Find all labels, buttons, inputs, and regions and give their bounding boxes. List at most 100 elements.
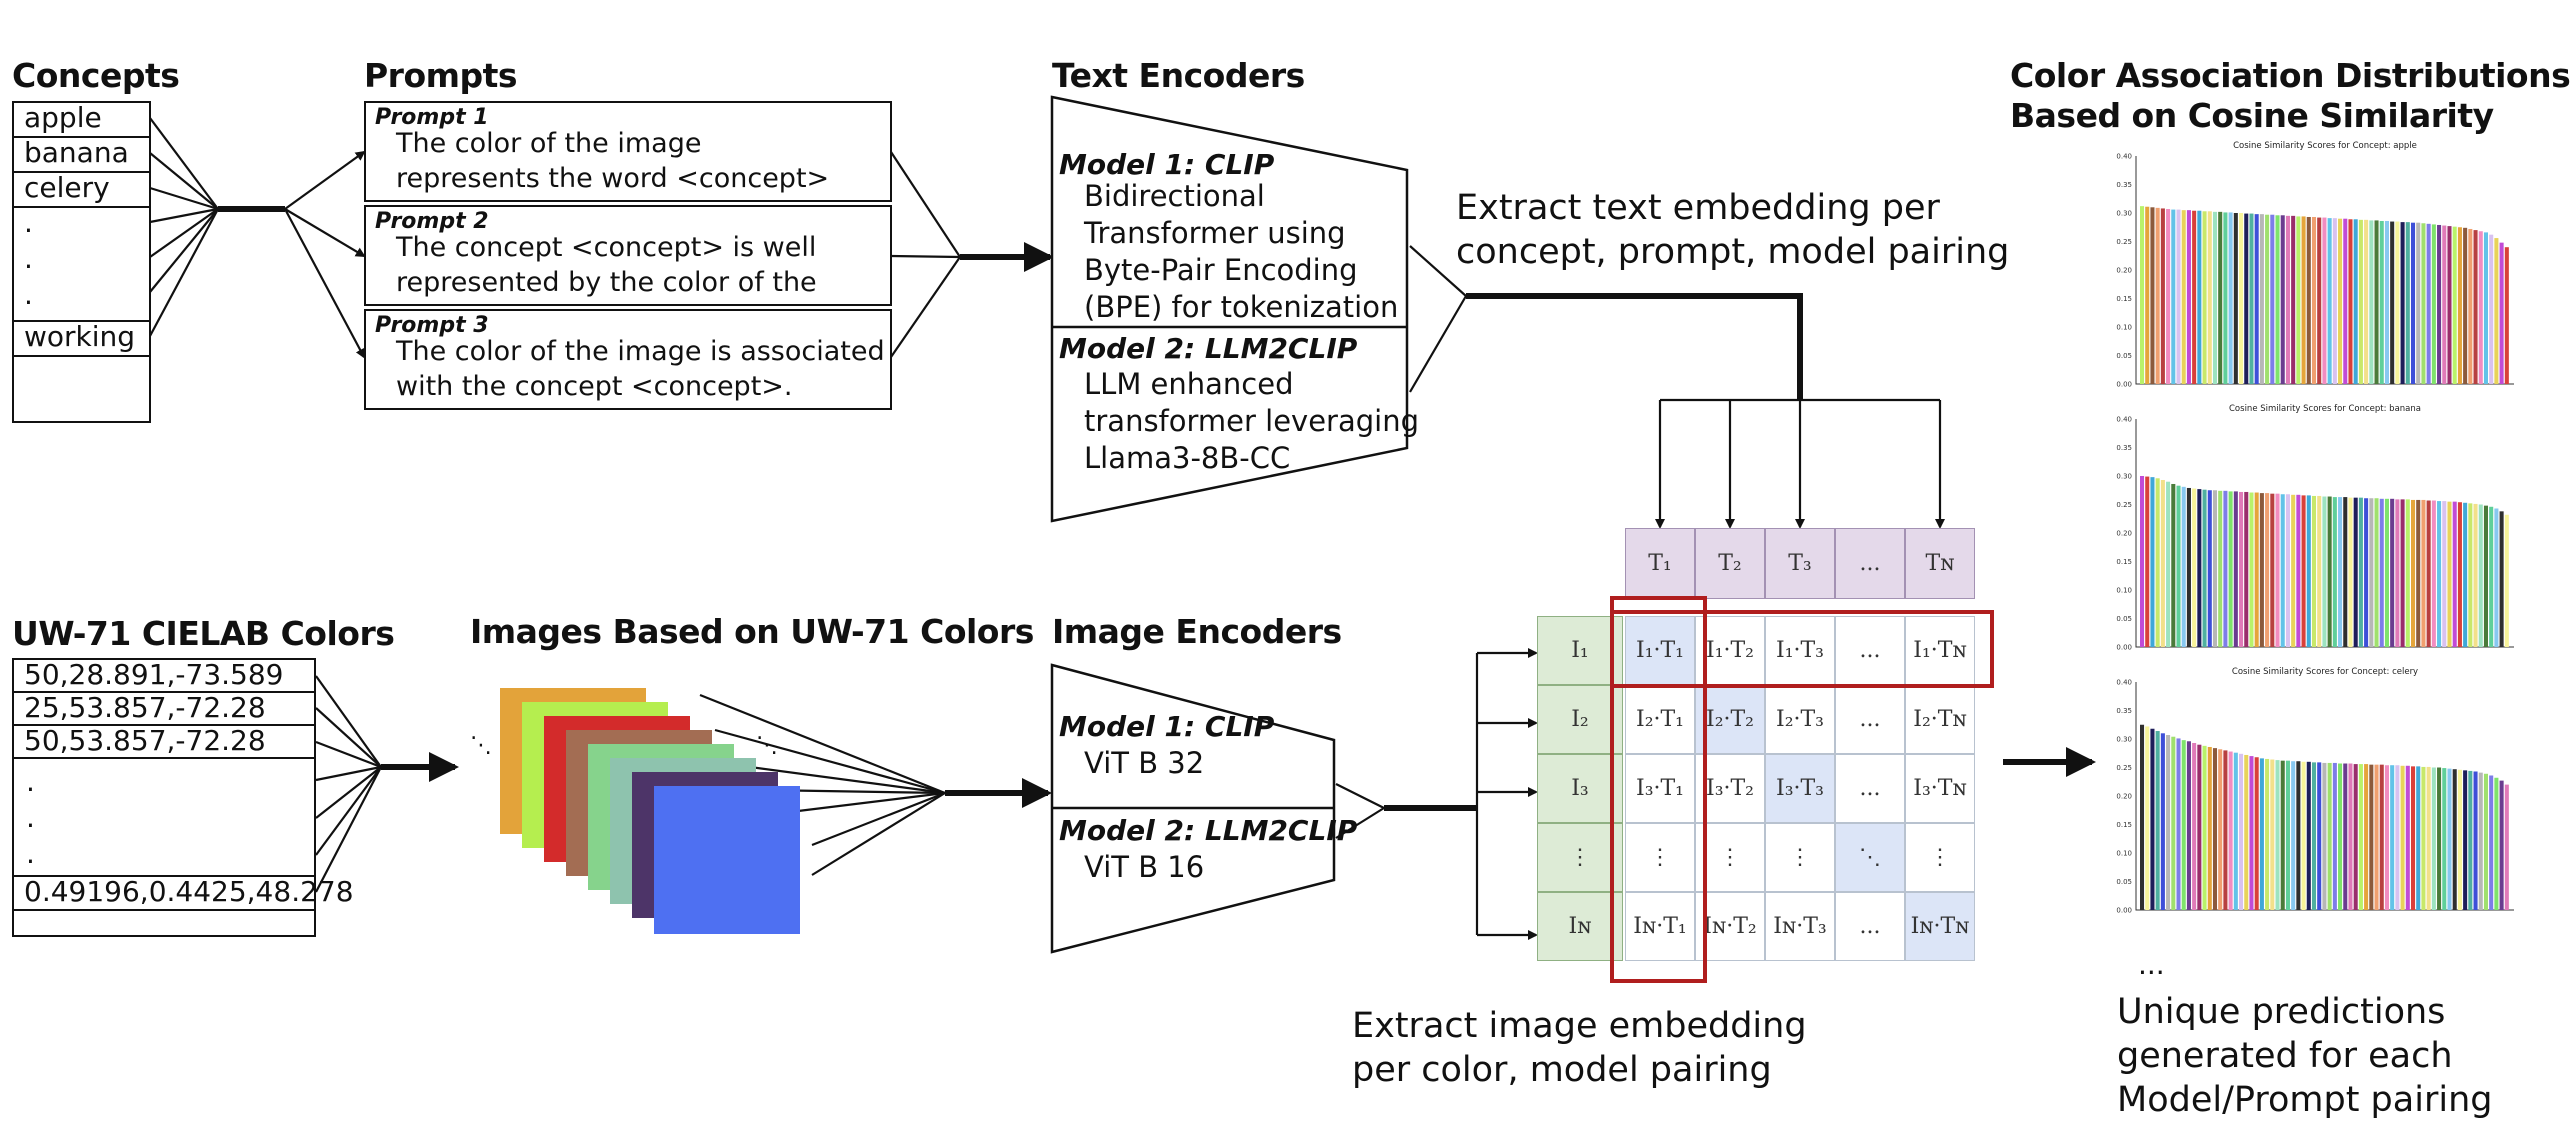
bar-chart: Cosine Similarity Scores for Concept: ap… [2116, 141, 2514, 389]
bar [2186, 741, 2191, 910]
bar [2463, 770, 2468, 910]
similarity-cell: I₂·Tɴ [1905, 685, 1975, 754]
color-swatch-image [654, 786, 800, 934]
bar [2499, 242, 2504, 384]
bar [2489, 775, 2494, 910]
bar [2322, 496, 2327, 647]
distributions-caption-line2: generated for each [2117, 1036, 2453, 1076]
bar [2145, 476, 2150, 647]
bar [2494, 508, 2499, 647]
colors-heading: UW-71 CIELAB Colors [12, 614, 395, 653]
y-tick-label: 0.25 [2116, 238, 2132, 246]
bar [2348, 219, 2353, 384]
bar [2275, 760, 2280, 910]
bar [2160, 208, 2165, 384]
concept-item-last: working [12, 320, 151, 357]
bar [2212, 211, 2218, 384]
bar [2275, 493, 2280, 647]
text-encoder-model2-line: transformer leveraging [1084, 404, 1420, 438]
bar [2405, 499, 2410, 647]
bar [2478, 504, 2483, 647]
bar [2332, 218, 2337, 384]
bar [2447, 501, 2452, 647]
bar [2306, 495, 2311, 647]
bar [2265, 493, 2270, 647]
bar [2384, 765, 2389, 910]
bar [2358, 497, 2363, 647]
bar [2160, 733, 2165, 910]
bar [2442, 501, 2447, 647]
y-tick-label: 0.40 [2116, 416, 2132, 424]
bar [2463, 227, 2468, 384]
bar [2416, 766, 2421, 910]
text-encoder-model1-line: Transformer using [1084, 216, 1346, 250]
bar [2207, 211, 2212, 384]
similarity-cell: ⋮ [1765, 823, 1835, 892]
bar [2473, 503, 2478, 647]
bar [2463, 502, 2468, 647]
bar [2327, 218, 2332, 384]
similarity-cell: Iɴ·T₁ [1625, 892, 1695, 961]
prompt-text: with the concept <concept>. [396, 371, 793, 402]
y-tick-label: 0.00 [2116, 644, 2132, 652]
bar [2311, 495, 2317, 647]
bar [2228, 212, 2233, 384]
bar [2416, 499, 2421, 647]
bar [2494, 777, 2499, 910]
prompts-heading: Prompts [364, 56, 518, 95]
bar [2291, 494, 2296, 647]
bar [2166, 735, 2171, 910]
image-encoders-heading: Image Encoders [1052, 612, 1342, 651]
bar [2421, 499, 2426, 647]
text-encoder-model2-title: Model 2: LLM2CLIP [1059, 332, 1358, 365]
bar [2270, 759, 2275, 910]
image-encoder-model1-line: ViT B 32 [1084, 746, 1205, 780]
bar [2239, 213, 2244, 384]
bar [2348, 763, 2353, 910]
bar-chart: Cosine Similarity Scores for Concept: ce… [2116, 667, 2514, 915]
bar [2499, 511, 2504, 647]
bar [2410, 499, 2416, 647]
y-tick-label: 0.25 [2116, 764, 2132, 772]
bar [2239, 753, 2244, 910]
bar [2181, 486, 2186, 647]
bar [2197, 489, 2202, 647]
bar [2379, 498, 2384, 647]
prompt-title: Prompt 3 [375, 313, 489, 338]
bar [2364, 498, 2369, 647]
bar [2285, 494, 2290, 647]
distributions-heading-line1: Color Association Distributions [2010, 56, 2570, 95]
bar [2343, 218, 2348, 384]
bar [2140, 476, 2145, 647]
bar [2473, 230, 2478, 384]
y-tick-label: 0.15 [2116, 295, 2132, 303]
y-tick-label: 0.10 [2116, 324, 2132, 332]
chart-title: Cosine Similarity Scores for Concept: ap… [2233, 141, 2417, 151]
similarity-cell: ⋱ [1835, 823, 1905, 892]
y-tick-label: 0.30 [2116, 473, 2132, 481]
text-embedding-cell: T₁ [1625, 528, 1695, 599]
distributions-caption-line1: Unique predictions [2117, 992, 2446, 1032]
y-tick-label: 0.10 [2116, 850, 2132, 858]
bar [2369, 498, 2374, 647]
prompt-box-3: Prompt 3 The color of the image is assoc… [364, 309, 892, 410]
bar [2280, 215, 2285, 384]
bar [2390, 221, 2395, 384]
similarity-cell: I₁·T₃ [1765, 616, 1835, 685]
text-embedding-cell: T₂ [1695, 528, 1765, 599]
bar [2468, 503, 2473, 647]
similarity-cell: ... [1835, 685, 1905, 754]
bar [2207, 746, 2212, 910]
bar [2202, 489, 2207, 647]
text-embedding-cell: Tɴ [1905, 528, 1975, 599]
prompt-text: The color of the image [396, 128, 702, 159]
concept-item: banana [12, 136, 151, 173]
highlight-box [1610, 610, 1994, 688]
bar [2447, 226, 2452, 384]
bar [2150, 728, 2155, 910]
similarity-cell: I₂·T₃ [1765, 685, 1835, 754]
bar [2218, 490, 2223, 647]
bar [2265, 758, 2270, 910]
bar [2259, 758, 2264, 910]
bar [2244, 754, 2249, 910]
